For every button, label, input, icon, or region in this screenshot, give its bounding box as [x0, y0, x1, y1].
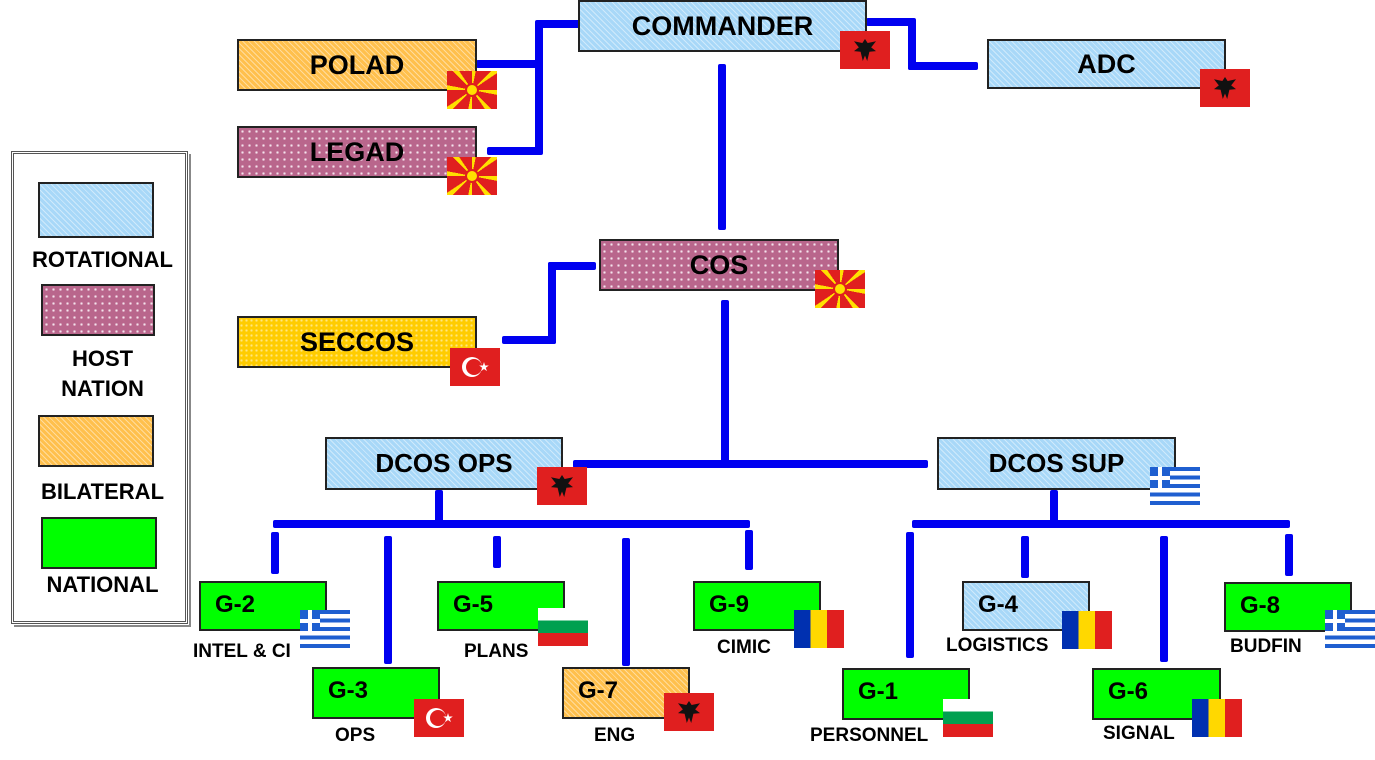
legend-host-nation-label-1: HOST	[71, 346, 134, 371]
g5-subtitle: PLANS	[464, 641, 529, 662]
bulgaria-flag-icon	[943, 699, 993, 737]
dcos-sup-label: DCOS SUP	[988, 448, 1125, 478]
greece-flag-icon	[300, 610, 350, 648]
greece-flag-icon	[1150, 467, 1200, 505]
legend-national-swatch	[41, 517, 157, 569]
g9-subtitle: CIMIC	[717, 637, 771, 658]
g8-label: G-8	[1240, 592, 1281, 619]
g4-subtitle: LOGISTICS	[946, 635, 1049, 656]
g9-label: G-9	[709, 591, 750, 618]
commander-box: COMMANDER	[578, 0, 867, 52]
albania-flag-icon	[664, 693, 714, 731]
dcos-sup-box: DCOS SUP	[937, 437, 1176, 490]
g5-label: G-5	[453, 591, 494, 618]
legend-bilateral-swatch	[38, 415, 154, 467]
legend-host-nation-swatch	[41, 284, 155, 336]
turkey-flag-icon	[414, 699, 464, 737]
bulgaria-flag-icon	[538, 608, 588, 646]
legad-box: LEGAD	[237, 126, 477, 178]
albania-flag-icon	[840, 31, 890, 69]
romania-flag-icon	[1192, 699, 1242, 737]
g6-label: G-6	[1108, 678, 1149, 705]
seccos-label: SECCOS	[299, 326, 415, 357]
legend-rotational-label: ROTATIONAL	[32, 247, 173, 272]
polad-label: POLAD	[309, 49, 405, 80]
legend-bilateral-label: BILATERAL	[40, 479, 165, 504]
legend-national-label: NATIONAL	[46, 572, 159, 597]
g3-subtitle: OPS	[335, 725, 376, 746]
g2-label: G-2	[215, 591, 256, 618]
g4-label: G-4	[978, 591, 1019, 618]
adc-box: ADC	[987, 39, 1226, 89]
dcos-ops-label: DCOS OPS	[375, 448, 513, 478]
greece-flag-icon	[1325, 610, 1375, 648]
g7-label: G-7	[578, 677, 619, 704]
adc-label: ADC	[1077, 48, 1136, 79]
g2-subtitle: INTEL & CI	[193, 641, 291, 662]
north-macedonia-flag-icon	[447, 157, 497, 195]
g8-subtitle: BUDFIN	[1230, 636, 1302, 657]
albania-flag-icon	[1200, 69, 1250, 107]
g1-subtitle: PERSONNEL	[810, 725, 929, 746]
seccos-box: SECCOS	[237, 316, 477, 368]
albania-flag-icon	[537, 467, 587, 505]
romania-flag-icon	[794, 610, 844, 648]
g4-box: G-4	[962, 581, 1090, 631]
legad-label: LEGAD	[309, 136, 405, 167]
legend-host-nation-label-2: NATION	[61, 376, 144, 401]
g6-subtitle: SIGNAL	[1103, 723, 1175, 744]
legend: ROTATIONAL HOST NATION BILATERAL NATIONA…	[11, 151, 188, 624]
romania-flag-icon	[1062, 611, 1112, 649]
turkey-flag-icon	[450, 348, 500, 386]
north-macedonia-flag-icon	[447, 71, 497, 109]
cos-label: COS	[689, 249, 749, 280]
dcos-ops-box: DCOS OPS	[325, 437, 563, 490]
legend-rotational-swatch	[38, 182, 154, 238]
g3-label: G-3	[328, 677, 369, 704]
cos-box: COS	[599, 239, 839, 291]
g7-subtitle: ENG	[594, 725, 636, 746]
g1-label: G-1	[858, 678, 899, 705]
commander-label: COMMANDER	[631, 10, 814, 41]
polad-box: POLAD	[237, 39, 477, 91]
north-macedonia-flag-icon	[815, 270, 865, 308]
